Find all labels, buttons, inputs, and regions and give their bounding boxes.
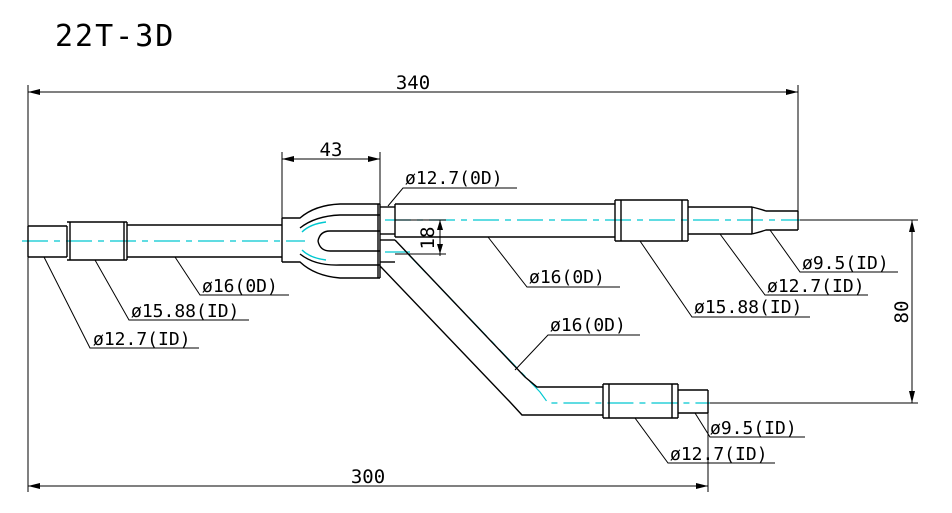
label-inlet-end-id: ø12.7(ID) [93,329,191,350]
inlet-pipe [27,221,282,261]
label-upper-end-id-a: ø12.7(ID) [767,276,865,297]
label-upper-pipe-od: ø16(0D) [529,267,605,288]
dimension-18: 18 [417,227,439,250]
label-lower-end-id-a: ø9.5(ID) [710,418,797,439]
dimension-80: 80 [891,301,913,324]
dimension-43: 43 [320,139,343,161]
label-lower-pipe-od: ø16(0D) [550,315,626,336]
dimensions: 340 300 43 18 80 [27,72,918,492]
lower-branch [379,239,709,419]
label-upper-mid-id: ø15.88(ID) [694,297,802,318]
label-upper-joint-od: ø12.7(0D) [405,168,503,189]
upper-branch [380,199,799,242]
label-lower-end-id-b: ø12.7(ID) [670,444,768,465]
label-upper-end-id-b: ø9.5(ID) [802,253,889,274]
label-inlet-mid-id: ø15.88(ID) [131,301,239,322]
label-inlet-pipe-od: ø16(0D) [202,276,278,297]
drawing-title: 22T-3D [55,19,175,54]
callouts: ø12.7(ID) ø15.88(ID) ø16(0D) ø12.7(0D) ø… [43,168,898,465]
y-joint [281,203,381,279]
dimension-340: 340 [396,72,430,94]
dimension-300: 300 [351,466,385,488]
